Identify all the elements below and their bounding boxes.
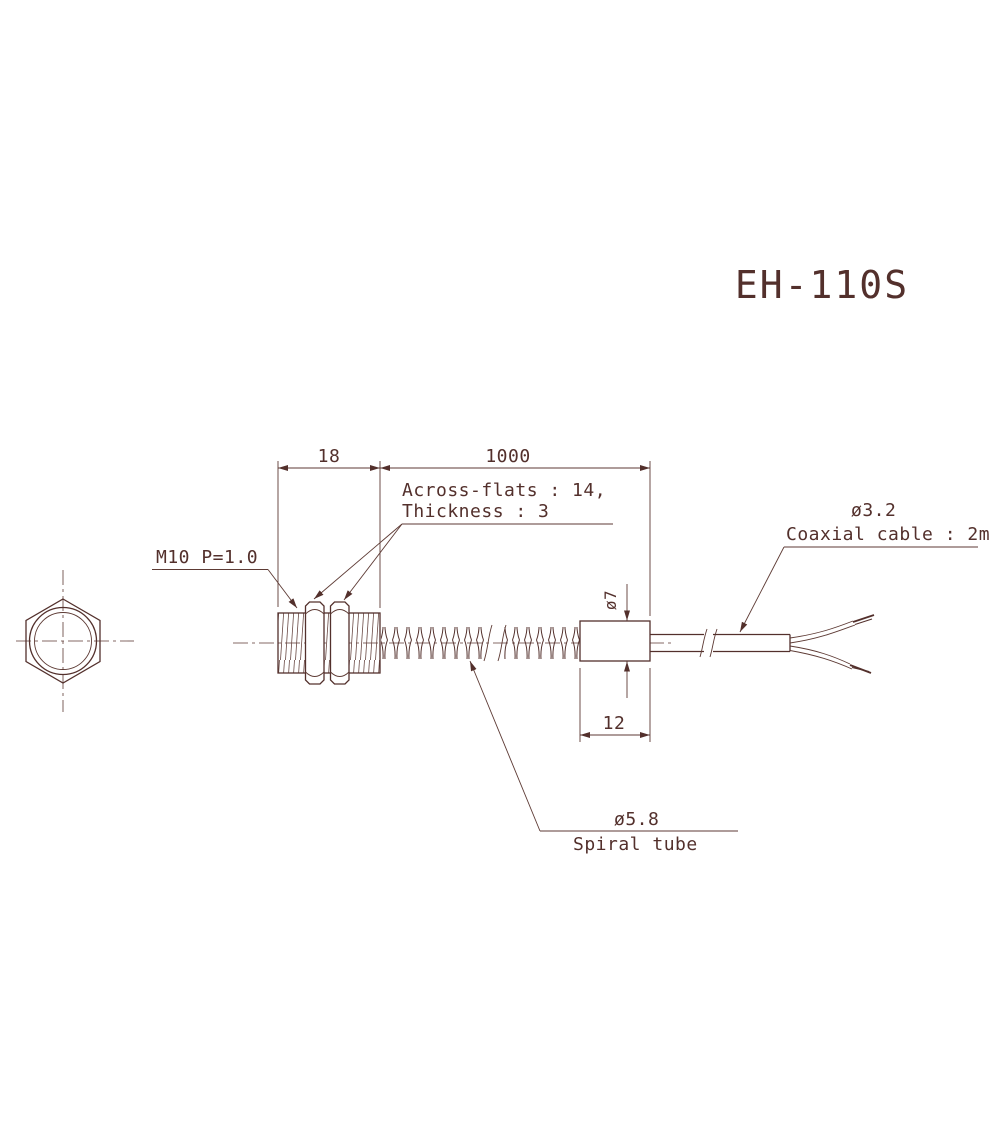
drawing-title: EH-110S bbox=[735, 263, 909, 307]
thickness-label: Thickness : 3 bbox=[402, 501, 549, 522]
break-line bbox=[709, 628, 718, 658]
dim-1000-label: 1000 bbox=[485, 446, 530, 467]
break-line bbox=[483, 624, 493, 662]
across-flats-label: Across-flats : 14, bbox=[402, 480, 606, 501]
spiral-tube bbox=[381, 624, 580, 662]
dimension-thread-length: 18 bbox=[277, 446, 381, 608]
hex-nut-outline bbox=[25, 598, 101, 684]
note-coaxial-cable: ø3.2 Coaxial cable : 2m bbox=[739, 500, 990, 633]
threaded-body bbox=[277, 612, 381, 674]
end-view bbox=[16, 570, 134, 712]
coaxial-cable bbox=[650, 628, 791, 658]
lead-wires bbox=[789, 614, 875, 674]
dim-dia7-label: ø7 bbox=[601, 590, 620, 610]
dimension-block-diameter: ø7 bbox=[601, 584, 630, 698]
spiral-diameter-label: ø5.8 bbox=[614, 809, 659, 830]
dimension-tube-length: 1000 bbox=[380, 446, 651, 616]
thread-minor-circle bbox=[34, 612, 92, 670]
bare-wire-tip bbox=[852, 614, 875, 623]
thread-major-circle bbox=[28, 606, 98, 676]
break-line bbox=[497, 624, 507, 662]
dimension-block-length: 12 bbox=[579, 668, 651, 742]
dim-18-label: 18 bbox=[318, 446, 341, 467]
spiral-label: Spiral tube bbox=[573, 834, 698, 855]
break-line bbox=[699, 628, 708, 658]
cable-note-label: Coaxial cable : 2m bbox=[786, 524, 990, 545]
hex-nut-2 bbox=[329, 601, 350, 685]
thread-spec-label: M10 P=1.0 bbox=[156, 547, 258, 568]
note-across-flats: Across-flats : 14, Thickness : 3 bbox=[313, 480, 613, 601]
note-spiral-tube: ø5.8 Spiral tube bbox=[469, 660, 738, 855]
cable-diameter-label: ø3.2 bbox=[851, 500, 896, 521]
hex-nut-1 bbox=[304, 601, 325, 685]
side-view bbox=[233, 601, 875, 685]
note-thread-spec: M10 P=1.0 bbox=[152, 547, 298, 609]
dim-12-label: 12 bbox=[603, 713, 626, 734]
connector-block bbox=[579, 620, 651, 662]
